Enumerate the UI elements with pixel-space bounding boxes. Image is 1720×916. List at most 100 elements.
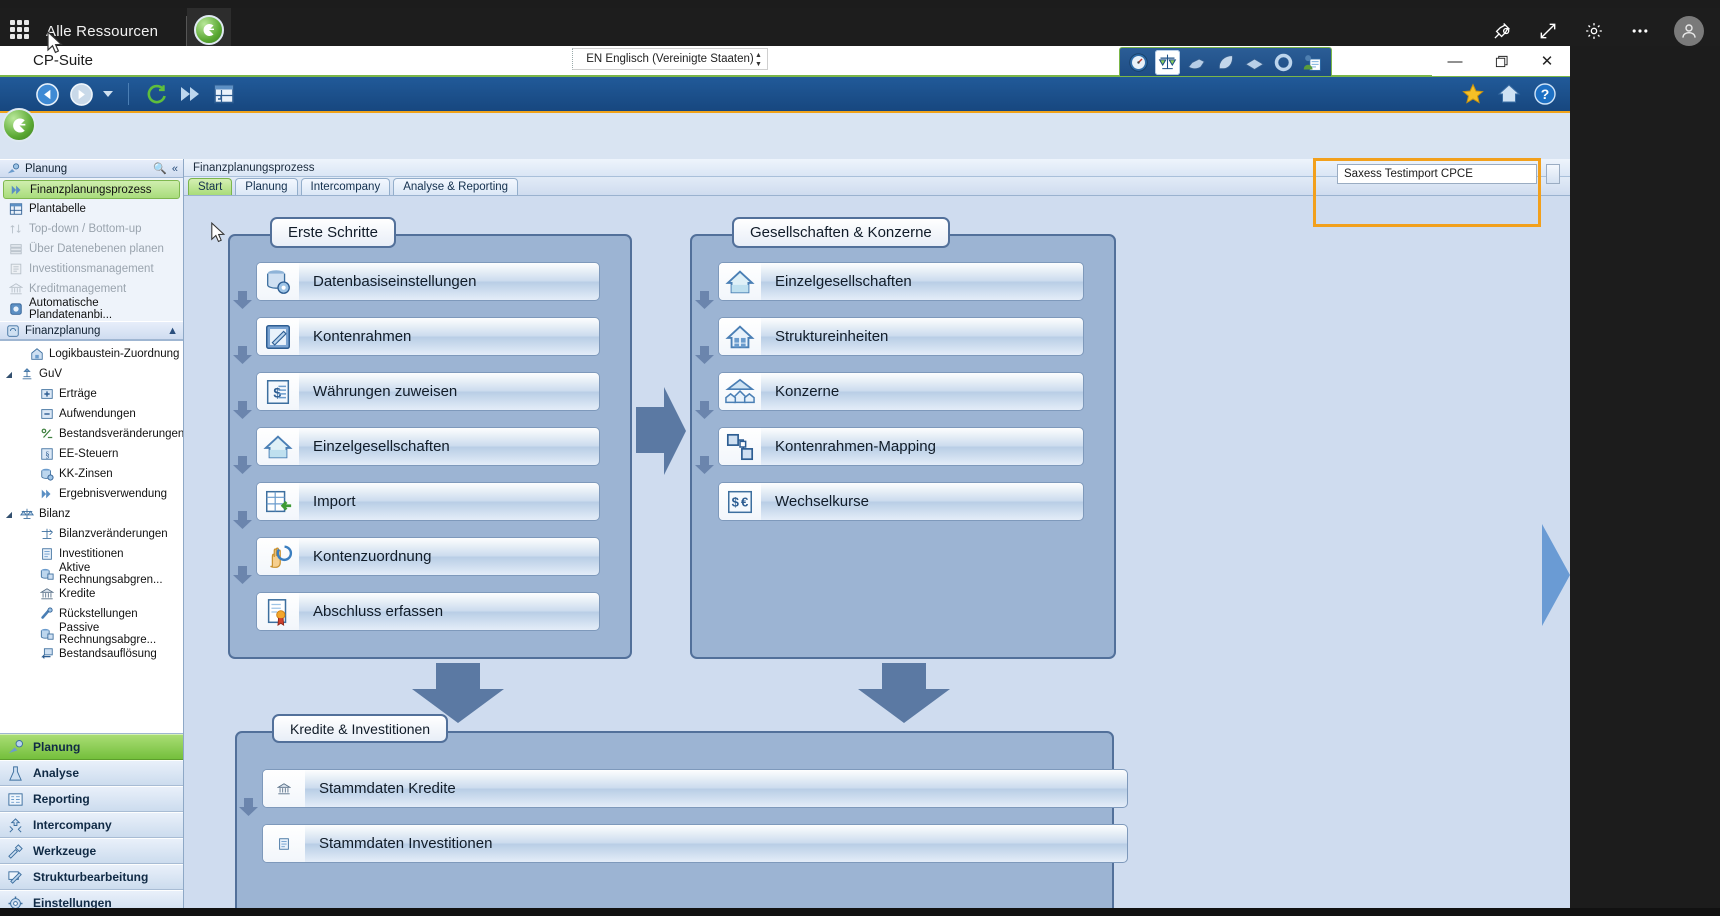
tab-start[interactable]: Start [188, 178, 233, 195]
navigation-toolbar: ? [0, 77, 1570, 113]
star-icon[interactable] [1460, 81, 1486, 107]
grid-icon[interactable] [10, 20, 32, 42]
tree-item[interactable]: Aktive Rechnungsabgren... [0, 562, 183, 586]
tree-item[interactable]: KK-Zinsen [0, 464, 183, 484]
nav-left-group [34, 81, 237, 107]
tree-item[interactable]: Passive Rechnungsabgre... [0, 622, 183, 646]
sidebar-item-plantabelle[interactable]: Plantabelle [0, 199, 183, 219]
accrual-icon [39, 627, 54, 642]
maximize-button[interactable] [1478, 46, 1524, 76]
flow-arrow-down-right [858, 663, 950, 723]
process-item[interactable]: Datenbasiseinstellungen [256, 262, 600, 301]
sidebar-section-planung-header[interactable]: Planung 🔍 « [0, 159, 183, 178]
next-page-arrow-icon[interactable] [1540, 522, 1570, 628]
sidebar-module-planung[interactable]: Planung [0, 734, 183, 760]
tab-analyse-reporting[interactable]: Analyse & Reporting [393, 178, 519, 195]
process-item[interactable]: Einzelgesellschaften [718, 262, 1084, 301]
tree-item-label: GuV [39, 368, 63, 380]
tree-item-label: Erträge [59, 388, 97, 400]
refresh-icon[interactable] [143, 81, 169, 107]
chevron-up-icon[interactable]: ▲ [167, 324, 178, 337]
sidebar-module-werkzeuge[interactable]: Werkzeuge [0, 838, 183, 864]
sidebar-module-reporting[interactable]: Reporting [0, 786, 183, 812]
tree-twisty-icon[interactable]: ◢ [5, 369, 13, 379]
process-item[interactable]: Konzerne [718, 372, 1084, 411]
balance-scale-icon[interactable] [1155, 49, 1180, 75]
sidebar-item-label: Finanzplanungsprozess [30, 183, 152, 196]
sidebar: Planung 🔍 « Finanzplanungsprozess [0, 159, 184, 916]
users-icon[interactable] [1300, 50, 1325, 75]
minimize-button[interactable]: — [1432, 46, 1478, 76]
process-item[interactable]: Stammdaten Investitionen [262, 824, 1128, 863]
sidebar-module-label: Einstellungen [33, 896, 112, 910]
search-icon[interactable]: 🔍 [153, 163, 167, 175]
tab-planung[interactable]: Planung [235, 178, 298, 195]
gear-icon[interactable] [1582, 19, 1606, 43]
process-item[interactable]: Abschluss erfassen [256, 592, 600, 631]
tree-item[interactable]: Erträge [0, 384, 183, 404]
process-item[interactable]: $€Wechselkurse [718, 482, 1084, 521]
tree-item[interactable]: Bestandsauflösung [0, 644, 183, 664]
tree-item[interactable]: Bestandsveränderungen [0, 424, 183, 444]
dashboard-icon[interactable] [1126, 50, 1151, 75]
tree-item[interactable]: Logikbaustein-Zuordnung [0, 344, 183, 364]
tree-twisty-icon[interactable]: ◢ [5, 509, 13, 519]
sidebar-item-finanzplanungsprozess[interactable]: Finanzplanungsprozess [3, 180, 180, 199]
tree-item[interactable]: ◢ GuV [0, 364, 183, 384]
tab-intercompany[interactable]: Intercompany [300, 178, 391, 195]
panel-title-kredite-investitionen: Kredite & Investitionen [272, 714, 449, 743]
sidebar-item-investitionsmanagement[interactable]: Investitionsmanagement [0, 259, 183, 279]
pin-icon[interactable] [1490, 19, 1514, 43]
datenbasis-combo-button[interactable] [1546, 164, 1560, 184]
process-item[interactable]: Kontenzuordnung [256, 537, 600, 576]
collapse-icon[interactable]: « [171, 162, 178, 175]
sidebar-item-automatische-plandatenanbindung[interactable]: Automatische Plandatenanbi... [0, 297, 183, 321]
datenbasis-combo[interactable]: Saxess Testimport CPCE [1337, 164, 1537, 184]
process-item[interactable]: Kontenrahmen-Mapping [718, 427, 1084, 466]
lifebuoy-icon[interactable] [1271, 50, 1296, 75]
home-icon[interactable] [1496, 81, 1522, 107]
tree-item[interactable]: Ergebnisverwendung [0, 484, 183, 504]
process-item[interactable]: Import [256, 482, 600, 521]
leaf-icon[interactable] [1213, 50, 1238, 75]
tree-item[interactable]: Rückstellungen [0, 604, 183, 624]
language-selector[interactable]: EN Englisch (Vereinigte Staaten) ▲▼ [572, 48, 768, 70]
process-item-label: Kontenrahmen [313, 328, 412, 345]
close-button[interactable]: ✕ [1524, 46, 1570, 76]
plantable-icon[interactable] [211, 81, 237, 107]
certificate-icon [257, 593, 299, 630]
fast-forward-icon[interactable] [177, 81, 203, 107]
expand-icon[interactable] [1536, 19, 1560, 43]
tree-item[interactable]: Kredite [0, 584, 183, 604]
sidebar-item-kreditmanagement[interactable]: Kreditmanagement [0, 279, 183, 299]
tree-item[interactable]: Investitionen [0, 544, 183, 564]
svg-text:€: € [741, 494, 749, 509]
help-icon[interactable]: ? [1532, 81, 1558, 107]
process-item[interactable]: Einzelgesellschaften [256, 427, 600, 466]
sidebar-item-label: Automatische Plandatenanbi... [29, 297, 113, 321]
tree-item[interactable]: Bilanzveränderungen [0, 524, 183, 544]
sidebar-module-intercompany[interactable]: Intercompany [0, 812, 183, 838]
sidebar-section-finanzplanung-header[interactable]: Finanzplanung ▲ [0, 321, 183, 340]
back-arrow-icon[interactable] [34, 81, 60, 107]
process-item[interactable]: Kontenrahmen [256, 317, 600, 356]
sidebar-item-top-down-bottom-up[interactable]: Top-down / Bottom-up [0, 219, 183, 239]
sidebar-module-strukturbearbeitung[interactable]: Strukturbearbeitung [0, 864, 183, 890]
tree-item[interactable]: Aufwendungen [0, 404, 183, 424]
chevron-down-icon[interactable] [102, 81, 114, 107]
spinner-icon[interactable]: ▲▼ [755, 52, 762, 68]
module-icon-bar [1119, 47, 1332, 76]
process-item[interactable]: Struktureinheiten [718, 317, 1084, 356]
forward-arrow-icon[interactable] [68, 81, 94, 107]
tree-item[interactable]: §EE-Steuern [0, 444, 183, 464]
process-item[interactable]: Stammdaten Kredite [262, 769, 1128, 808]
avatar[interactable] [1674, 16, 1704, 46]
sidebar-module-analyse[interactable]: Analyse [0, 760, 183, 786]
more-icon[interactable] [1628, 19, 1652, 43]
consolidation-icon[interactable] [1184, 50, 1209, 75]
sidebar-item-ueber-datenebenen-planen[interactable]: Über Datenebenen planen [0, 239, 183, 259]
cash-icon[interactable] [1242, 50, 1267, 75]
process-item[interactable]: $Währungen zuweisen [256, 372, 600, 411]
tree-item[interactable]: ◢Bilanz [0, 504, 183, 524]
